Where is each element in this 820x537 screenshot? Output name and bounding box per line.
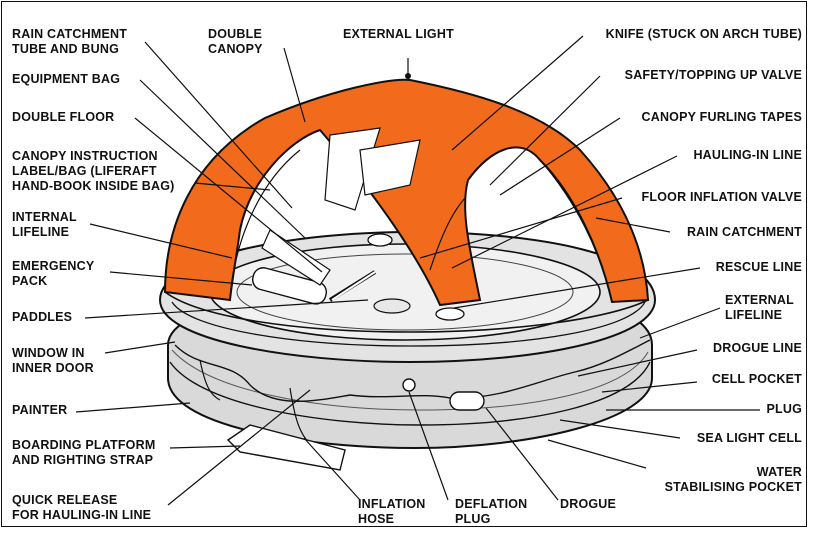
label-rain-catchment: RAIN CATCHMENT	[686, 225, 802, 239]
boarding-platform	[226, 424, 346, 471]
label-drogue-line: DROGUE LINE	[712, 341, 802, 355]
external-light-fitting	[405, 58, 411, 80]
label-cell-pocket: CELL POCKET	[711, 372, 802, 386]
label-knife: KNIFE (STUCK ON ARCH TUBE)	[605, 27, 802, 41]
label-double-canopy: DOUBLE CANOPY	[208, 27, 263, 56]
label-plug: PLUG	[766, 402, 802, 416]
label-double-floor: DOUBLE FLOOR	[12, 110, 115, 124]
interior-items	[251, 127, 466, 305]
label-paddles: PADDLES	[12, 310, 73, 324]
label-equipment-bag: EQUIPMENT BAG	[12, 72, 121, 86]
double-canopy	[163, 78, 650, 333]
label-water-stabilising-pocket: WATER STABILISING POCKET	[664, 465, 802, 494]
label-painter: PAINTER	[12, 403, 68, 417]
label-emergency-pack: EMERGENCY PACK	[12, 259, 95, 288]
label-floor-inflation-valve: FLOOR INFLATION VALVE	[641, 190, 802, 204]
drogue-fitting	[402, 378, 485, 411]
label-boarding-platform: BOARDING PLATFORM AND RIGHTING STRAP	[12, 438, 156, 467]
label-rescue-line: RESCUE LINE	[715, 260, 802, 274]
label-safety-valve: SAFETY/TOPPING UP VALVE	[624, 68, 802, 82]
label-hauling-in-line: HAULING-IN LINE	[693, 148, 802, 162]
label-quick-release: QUICK RELEASE FOR HAULING-IN LINE	[12, 493, 152, 522]
label-sea-light-cell: SEA LIGHT CELL	[696, 431, 802, 445]
label-deflation-plug: DEFLATION PLUG	[455, 497, 528, 526]
label-inflation-hose: INFLATION HOSE	[358, 497, 426, 526]
label-external-light: EXTERNAL LIGHT	[343, 27, 454, 41]
label-drogue: DROGUE	[560, 497, 617, 511]
label-internal-lifeline: INTERNAL LIFELINE	[12, 210, 77, 239]
leader-lines	[75, 35, 760, 506]
label-canopy-instruction: CANOPY INSTRUCTION LABEL/BAG (LIFERAFT H…	[12, 149, 175, 193]
label-external-lifeline: EXTERNAL LIFELINE	[725, 293, 794, 322]
label-canopy-furling-tapes: CANOPY FURLING TAPES	[641, 110, 802, 124]
label-rain-catchment-tube: RAIN CATCHMENT TUBE AND BUNG	[12, 27, 128, 56]
label-window-inner-door: WINDOW IN INNER DOOR	[12, 346, 94, 375]
